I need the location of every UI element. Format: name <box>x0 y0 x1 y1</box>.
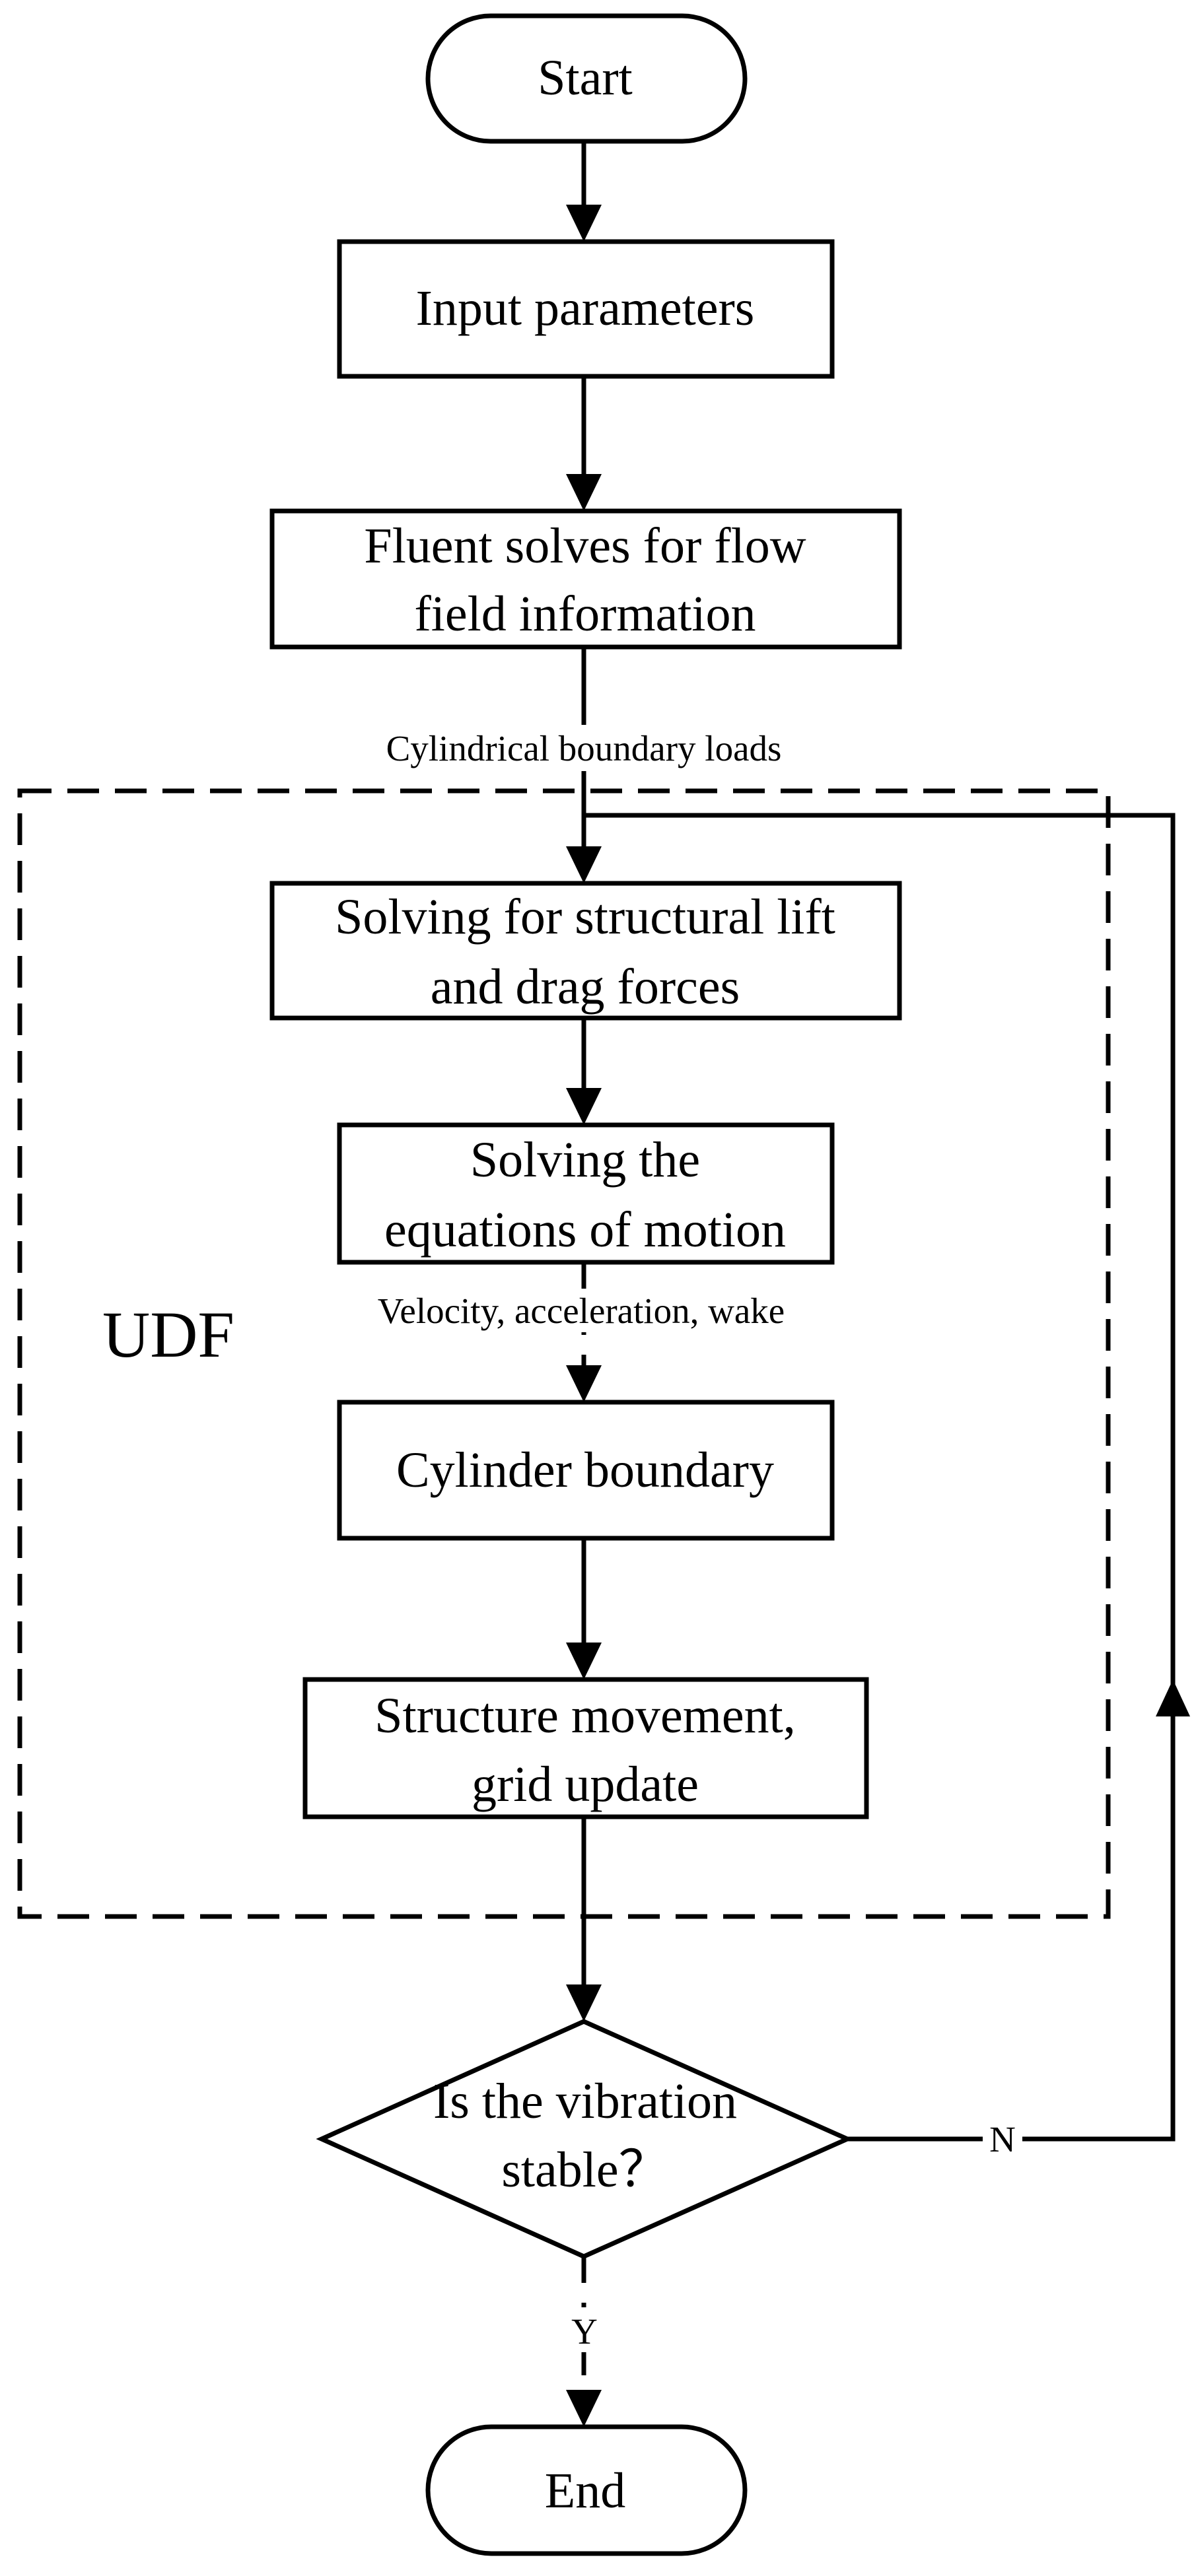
cylinder-label: Cylinder boundary <box>396 1442 774 1498</box>
lift-label-line2: and drag forces <box>431 959 740 1015</box>
edge-no-loop-return <box>584 813 1176 1716</box>
yes-label-bg <box>565 2307 604 2352</box>
start-node <box>425 13 748 144</box>
decision-label-line1: Is the vibration <box>433 2074 737 2129</box>
loads-edge-label: Cylindrical boundary loads <box>386 728 782 768</box>
end-node <box>425 2424 748 2556</box>
arrowhead <box>566 1643 602 1679</box>
motion-label-line2: equations of motion <box>384 1202 786 1258</box>
velocity-edge-label: Velocity, acceleration, wake <box>378 1291 785 1331</box>
input-label: Input parameters <box>416 281 755 336</box>
lift-label-line1: Solving for structural lift <box>335 889 835 945</box>
no-label-bg <box>983 2119 1022 2159</box>
arrowhead <box>566 1984 602 2021</box>
yes-edge-label: Y <box>571 2311 598 2352</box>
fluent-node <box>269 508 902 650</box>
arrowhead <box>566 205 602 242</box>
motion-label-line1: Solving the <box>470 1132 700 1188</box>
velocity-label-bg <box>350 1289 826 1332</box>
cylinder-node <box>337 1400 835 1541</box>
edges <box>566 142 1190 2427</box>
structure-node <box>302 1677 869 1819</box>
end-label: End <box>545 2463 625 2519</box>
decision-label-line2: stable？ <box>501 2142 668 2198</box>
structure-label-line2: grid update <box>472 1757 699 1812</box>
structure-label-line1: Structure movement, <box>374 1688 795 1744</box>
loads-label-bg <box>343 725 819 771</box>
arrowhead <box>566 1088 602 1125</box>
udf-group-label: UDF <box>102 1298 234 1371</box>
start-label: Start <box>538 50 633 106</box>
arrowhead <box>566 1365 602 1402</box>
arrowhead <box>566 474 602 511</box>
motion-node <box>337 1122 835 1265</box>
edge-no-loop <box>847 1716 1176 2142</box>
decision-node <box>316 2019 853 2259</box>
arrowhead <box>566 2390 602 2427</box>
fluent-label-line2: field information <box>414 586 756 642</box>
fluent-label-line1: Fluent solves for flow <box>364 518 806 574</box>
udf-group-border <box>17 788 1111 1919</box>
no-edge-label: N <box>989 2119 1016 2159</box>
input-node <box>337 239 835 379</box>
arrowhead <box>566 846 602 883</box>
lift-node <box>269 881 902 1021</box>
